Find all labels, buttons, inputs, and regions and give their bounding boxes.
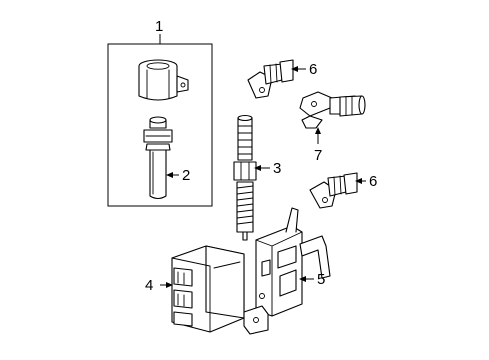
callout-4-leader	[160, 282, 173, 288]
module-bracket	[243, 207, 331, 335]
callout-2: 2	[182, 167, 190, 184]
callout-7-leader	[315, 127, 321, 144]
crankshaft-position-sensor	[299, 91, 366, 129]
callout-7: 7	[314, 147, 322, 164]
ignition-coil	[143, 116, 173, 200]
ignition-coil-boot	[138, 59, 189, 101]
callout-3: 3	[273, 160, 281, 177]
callout-6-lower-leader	[355, 178, 366, 184]
callout-6-upper-leader	[291, 66, 306, 72]
callout-1: 1	[155, 18, 163, 35]
camshaft-position-sensor-lower	[309, 172, 358, 209]
callout-2-leader	[166, 172, 179, 178]
callout-5: 5	[317, 271, 325, 288]
callout-6-upper: 6	[309, 61, 317, 78]
engine-control-module	[171, 245, 245, 333]
callout-4: 4	[145, 277, 153, 294]
ignition-coil-group-box	[107, 34, 213, 207]
camshaft-position-sensor-upper	[247, 59, 294, 99]
callout-6-lower: 6	[369, 173, 377, 190]
callout-3-leader	[254, 165, 270, 171]
spark-plug	[233, 114, 257, 241]
callout-5-leader	[299, 276, 314, 282]
